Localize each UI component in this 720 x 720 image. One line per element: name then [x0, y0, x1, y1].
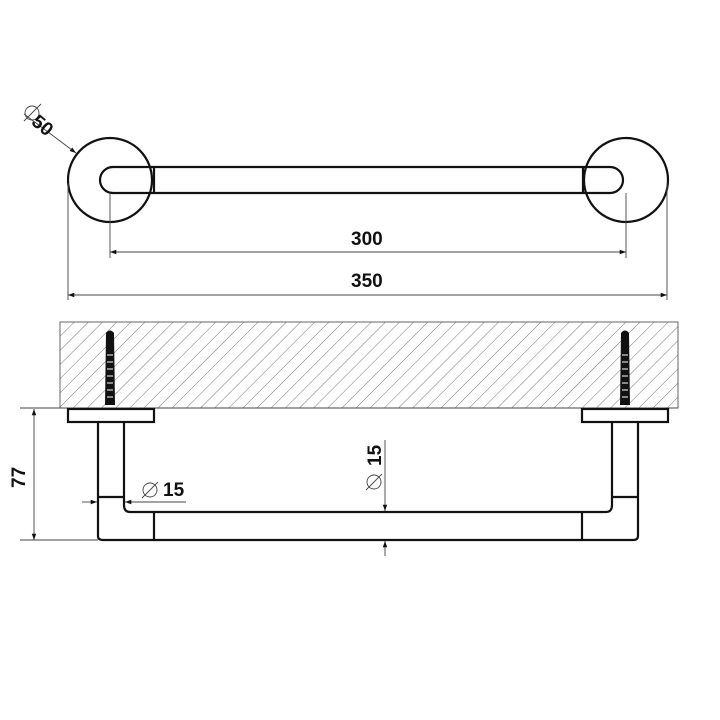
left-screw-icon [105, 330, 115, 405]
section-view [20, 321, 679, 556]
top-view [23, 103, 670, 300]
inner-length-label: 300 [351, 229, 383, 250]
right-post [578, 422, 640, 542]
overall-length-label: 350 [351, 271, 383, 292]
left-post [96, 422, 578, 542]
left-base-plate [66, 407, 156, 424]
right-base-plate [580, 407, 670, 424]
bar-diameter-label: 15 [365, 444, 386, 466]
right-screw-icon [620, 330, 630, 405]
bar-top-view [98, 165, 625, 195]
diameter-symbol-icon [23, 103, 42, 122]
post-diameter-label: 15 [163, 480, 185, 501]
post-diameter-symbol-icon [141, 481, 159, 499]
height-label: 77 [9, 466, 30, 488]
diameter-leader [23, 113, 77, 154]
bar-diameter-symbol-icon [365, 473, 383, 491]
wall-section [59, 321, 679, 409]
